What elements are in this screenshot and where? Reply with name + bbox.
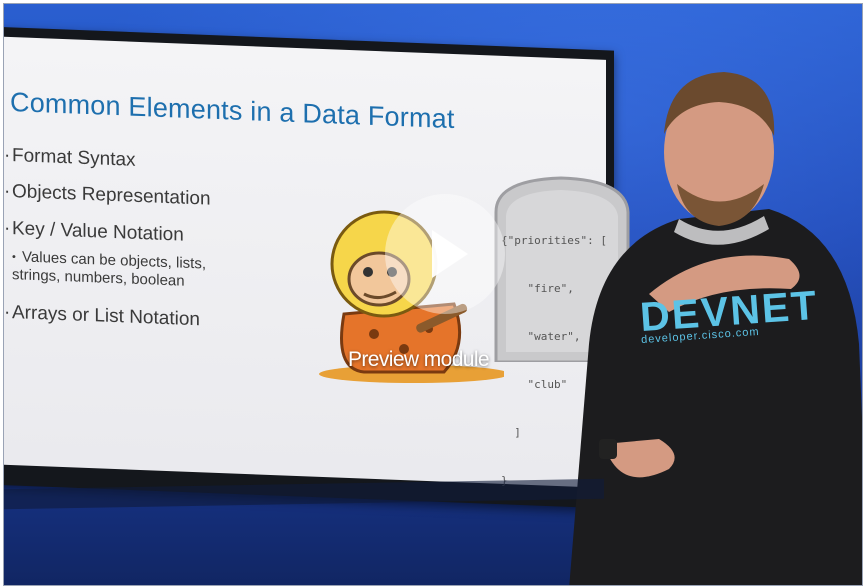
code-line: "water", bbox=[501, 330, 581, 343]
code-line: ] bbox=[501, 426, 521, 439]
presenter bbox=[569, 72, 862, 585]
slide-bullet: Objects Representation bbox=[12, 181, 211, 211]
play-button[interactable] bbox=[385, 194, 505, 314]
slide-bullet: Arrays or List Notation bbox=[12, 302, 200, 331]
slide-bullet: Key / Value Notation bbox=[12, 218, 184, 247]
preview-module-label[interactable]: Preview module bbox=[348, 348, 490, 371]
code-line: {"priorities": [ bbox=[501, 234, 607, 247]
video-thumbnail[interactable]: Common Elements in a Data Format Format … bbox=[3, 3, 863, 586]
tombstone-code: {"priorities": [ "fire", "water", "club"… bbox=[501, 201, 607, 521]
play-icon bbox=[432, 230, 468, 278]
code-line: "fire", bbox=[501, 282, 574, 295]
slide-title: Common Elements in a Data Format bbox=[10, 86, 455, 135]
caveman-illustration bbox=[319, 210, 504, 383]
slide-bullet: Format Syntax bbox=[12, 145, 136, 172]
code-line: "club" bbox=[501, 378, 568, 391]
